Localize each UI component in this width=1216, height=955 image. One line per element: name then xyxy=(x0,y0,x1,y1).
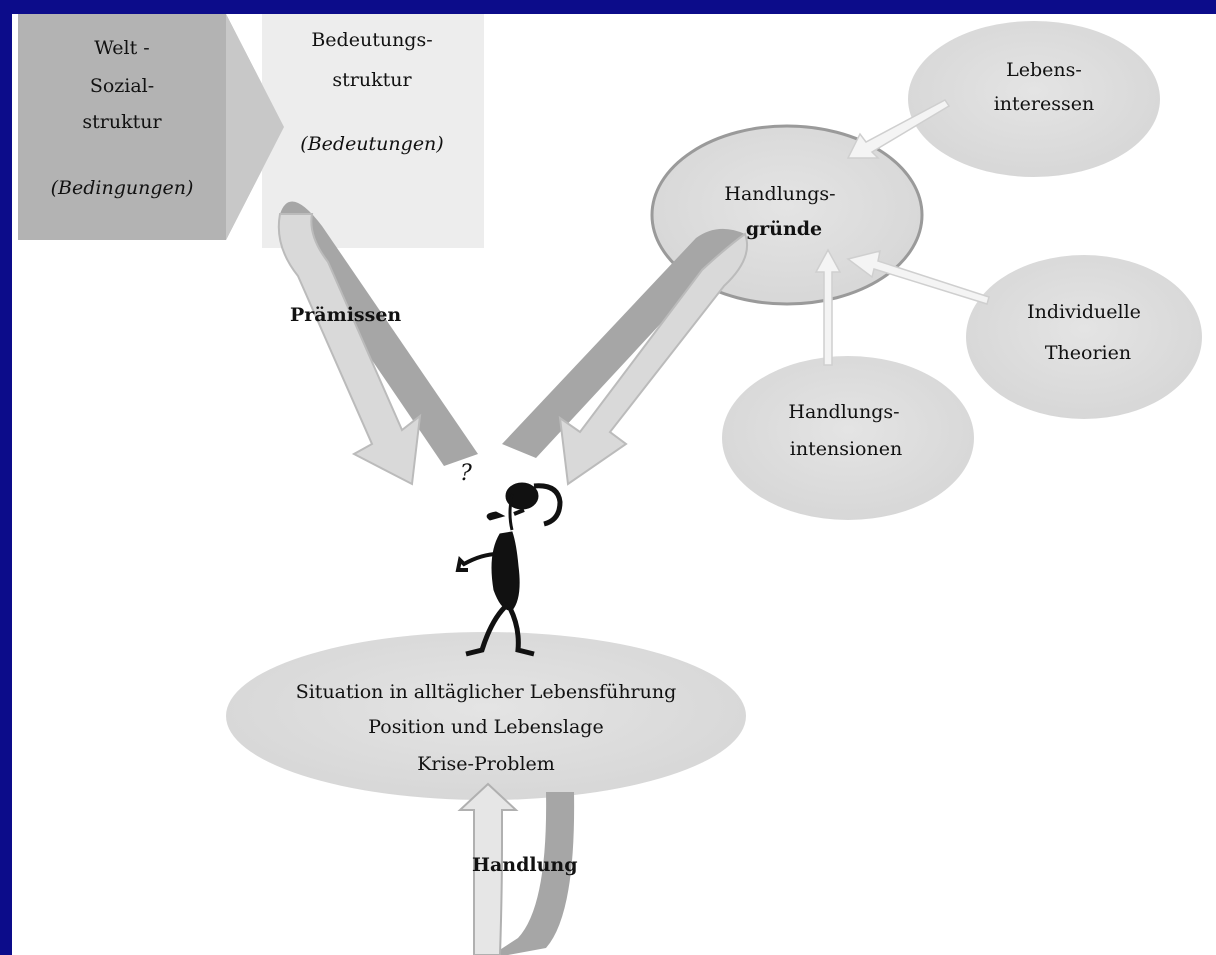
welt-line1: Welt - xyxy=(94,37,149,59)
connector-arrows xyxy=(814,99,990,366)
handlung-label: Handlung xyxy=(472,854,578,876)
lebensinteressen-line1: Lebens- xyxy=(1006,59,1082,81)
situation-line2: Position und Lebenslage xyxy=(368,716,603,738)
arrow-lebensinteressen xyxy=(846,99,951,159)
gruende-line1: Handlungs- xyxy=(724,183,835,205)
welt-line2: Sozial- xyxy=(90,75,154,97)
theorien-line1: Individuelle xyxy=(1027,301,1141,323)
bedeutung-line1: Bedeutungs- xyxy=(311,29,432,51)
diagram-svg: Welt - Sozial- struktur (Bedingungen) Be… xyxy=(18,14,1202,955)
intensionen-line2: intensionen xyxy=(790,438,902,460)
gruende-line2: gründe xyxy=(746,218,822,240)
situation-line1: Situation in alltäglicher Lebensführung xyxy=(296,681,677,703)
welt-box xyxy=(18,14,284,240)
intensionen-line1: Handlungs- xyxy=(788,401,899,423)
welt-line4: (Bedingungen) xyxy=(51,177,194,199)
arrow-intensionen xyxy=(814,248,842,366)
bedeutung-line2: struktur xyxy=(332,69,412,91)
situation-ellipse xyxy=(226,632,746,800)
arrow-theorien xyxy=(846,249,990,305)
bedeutung-line3: (Bedeutungen) xyxy=(300,133,443,155)
theorien-ellipse xyxy=(966,255,1202,419)
handlung-arrow xyxy=(457,782,519,955)
situation-line3: Krise-Problem xyxy=(417,753,555,775)
lebensinteressen-line2: interessen xyxy=(994,93,1095,115)
intensionen-ellipse xyxy=(722,356,974,520)
welt-line3: struktur xyxy=(82,111,162,133)
thinking-figure-icon xyxy=(455,482,563,657)
question-mark: ? xyxy=(460,461,472,486)
handlung-band-dark xyxy=(492,792,575,955)
gruende-band-dark xyxy=(502,228,745,458)
theorien-line2: Theorien xyxy=(1045,342,1131,364)
lebensinteressen-ellipse xyxy=(908,21,1160,177)
diagram-canvas: Welt - Sozial- struktur (Bedingungen) Be… xyxy=(12,14,1216,955)
praemissen-arrow xyxy=(277,213,422,486)
welt-box-tip xyxy=(226,14,284,240)
gruende-arrow xyxy=(558,232,749,486)
praemissen-label: Prämissen xyxy=(290,304,401,326)
